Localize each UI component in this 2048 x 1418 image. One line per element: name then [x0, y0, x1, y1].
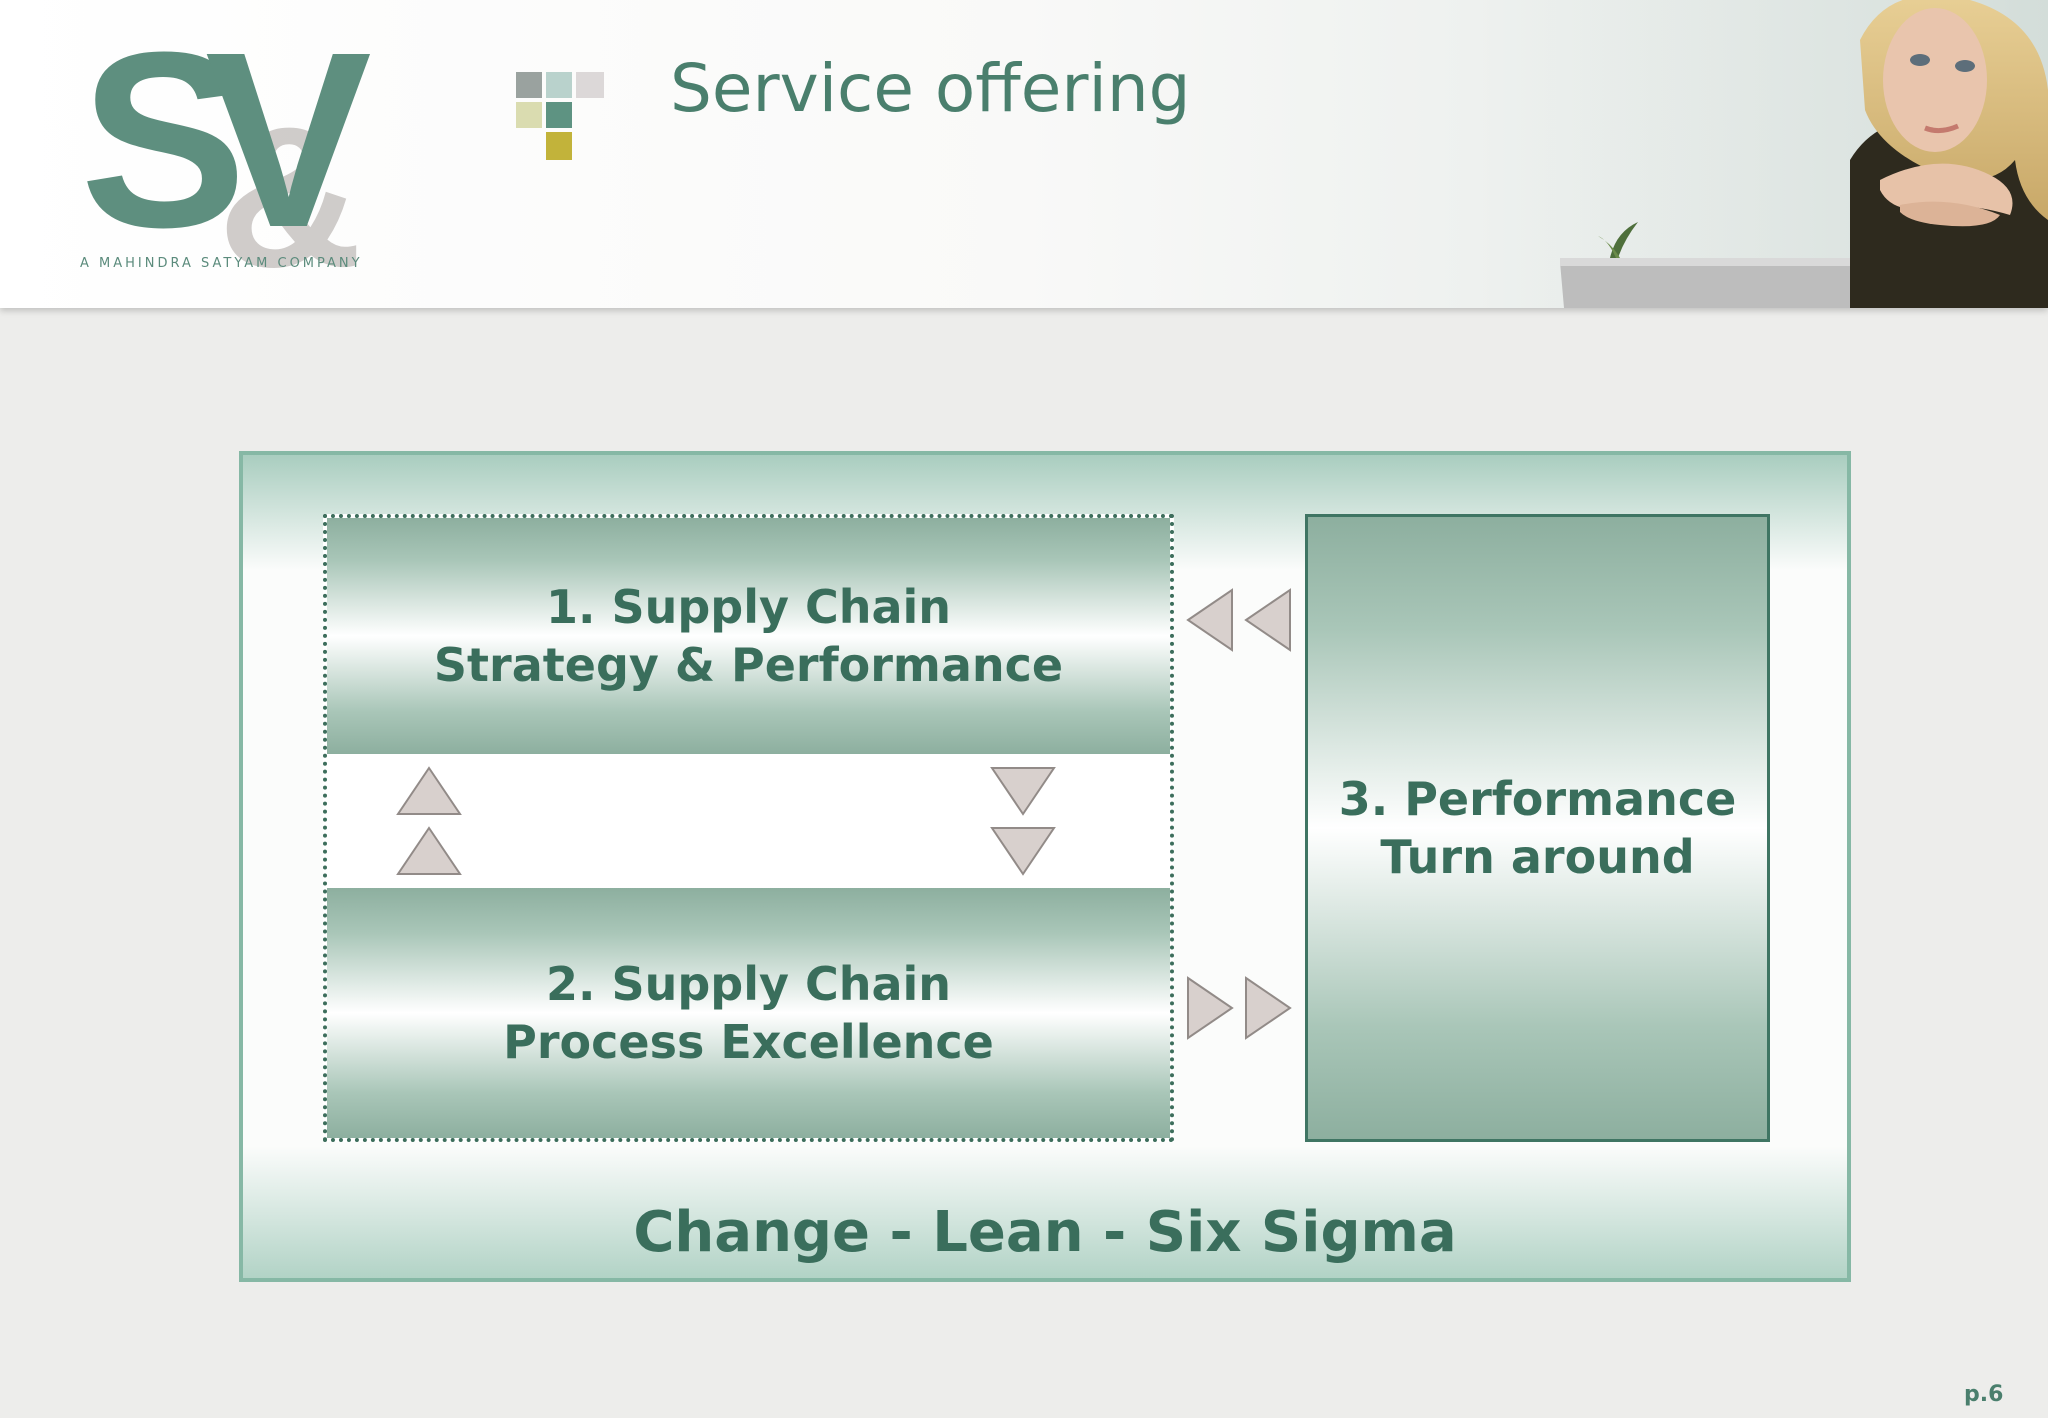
- woman-photo: [1520, 0, 2048, 308]
- methodology-label: Change - Lean - Six Sigma: [633, 1200, 1457, 1265]
- company-logo: S & V: [80, 28, 372, 298]
- decorative-squares-icon: [516, 72, 604, 160]
- page-title: Service offering: [670, 50, 1191, 127]
- header-banner: S & V A MAHINDRA SATYAM COMPANY Service …: [0, 0, 2048, 308]
- supply-chain-strategy-label: 1. Supply Chain Strategy & Performance: [433, 580, 1064, 692]
- performance-turnaround-label: 3. Performance Turn around: [1338, 772, 1737, 884]
- svg-text:&: &: [218, 86, 362, 298]
- svg-text:V: V: [205, 28, 372, 279]
- process-excellence-label: 2. Supply Chain Process Excellence: [503, 957, 994, 1069]
- supply-chain-strategy-box: 1. Supply Chain Strategy & Performance: [327, 518, 1170, 754]
- page-number: p.6: [1964, 1382, 2004, 1407]
- performance-turnaround-box: 3. Performance Turn around: [1305, 514, 1770, 1142]
- process-excellence-box: 2. Supply Chain Process Excellence: [327, 888, 1170, 1138]
- double-left-arrow-icon: [1186, 588, 1291, 652]
- double-right-arrow-icon: [1187, 976, 1292, 1040]
- logo-tagline: A MAHINDRA SATYAM COMPANY: [80, 256, 363, 271]
- double-up-arrow-icon: [396, 766, 462, 875]
- double-down-arrow-icon: [990, 767, 1056, 876]
